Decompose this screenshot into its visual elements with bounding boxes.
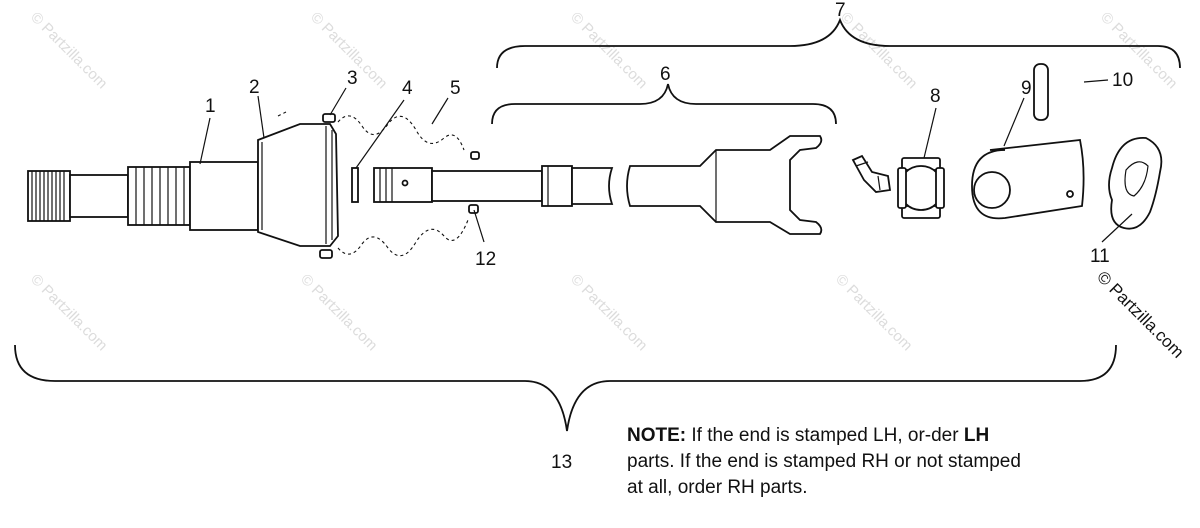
label-1: 1 [205,96,216,117]
callout-labels: 1 2 3 4 5 6 7 8 9 10 11 12 13 [205,0,1133,473]
label-12: 12 [475,249,496,270]
watermark: © Partzilla.com [27,9,110,92]
bracket-13 [14,344,1117,432]
watermark: © Partzilla.com [297,271,380,354]
part-1-stub-shaft [27,161,259,231]
note-text: NOTE: If the end is stamped LH, or-der L… [627,423,1027,501]
watermark: © Partzilla.com [837,9,920,92]
leader-lines [199,79,1133,243]
part-12-clamp [468,151,480,214]
watermark: © Partzilla.com [567,271,650,354]
label-3: 3 [347,68,358,89]
part-4-snap-ring [351,167,359,203]
label-9: 9 [1021,78,1032,99]
watermark: © Partzilla.com [832,271,915,354]
bracket-6 [491,83,837,125]
label-10: 10 [1112,70,1133,91]
label-5: 5 [450,78,461,99]
label-11: 11 [1090,246,1110,267]
watermark: © Partzilla.com [27,271,110,354]
part-8-cross-bearing [851,154,945,219]
label-6: 6 [660,64,671,85]
label-7: 7 [835,0,846,21]
copyright-text: © Partzilla.com [1093,267,1187,361]
note-text-part-2: parts. If the end is stamped RH or not s… [627,451,1021,498]
note-heading: NOTE: [627,425,687,446]
part-2-cv-housing [257,123,339,247]
note-lh-bold: LH [963,425,990,446]
part-5-boot-outline [277,111,469,257]
label-13: 13 [551,452,572,473]
watermark: © Partzilla.com [1097,9,1180,92]
label-4: 4 [402,78,413,99]
part-11-seal [1108,137,1163,230]
label-2: 2 [249,77,260,98]
part-3-clamp [319,113,336,259]
note-text-part-1: If the end is stamped LH, or-der [686,425,964,446]
part-10-pin [1033,63,1049,121]
part-6-shaft-yoke [373,135,823,235]
label-8: 8 [930,86,941,107]
bracket-7 [496,17,1181,69]
watermark: © Partzilla.com [567,9,650,92]
part-9-yoke-end [971,139,1085,220]
